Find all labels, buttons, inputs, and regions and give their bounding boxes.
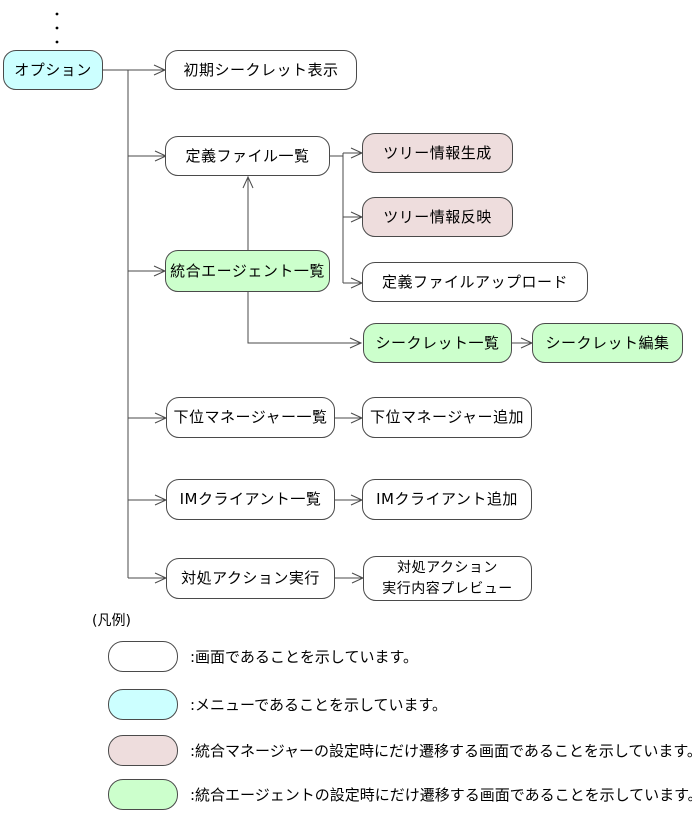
node-lower-manager-add: 下位マネージャー追加: [362, 397, 532, 438]
legend-row-menu: :メニューであることを示しています。: [108, 689, 447, 720]
node-initial-secret-display: 初期シークレット表示: [165, 50, 357, 90]
legend-swatch-menu: [108, 689, 178, 720]
node-secret-list: シークレット一覧: [363, 323, 512, 363]
legend-swatch-agent-only: [108, 779, 178, 810]
node-response-action-preview-line2: 実行内容プレビュー: [382, 580, 513, 597]
node-im-client-add: IMクライアント追加: [362, 479, 532, 520]
node-tree-info-apply-label: ツリー情報反映: [383, 207, 492, 226]
node-lower-manager-add-label: 下位マネージャー追加: [370, 408, 524, 426]
node-initial-secret-display-label: 初期シークレット表示: [183, 60, 339, 79]
node-response-action-preview: 対処アクション 実行内容プレビュー: [363, 556, 532, 601]
node-tree-info-apply: ツリー情報反映: [362, 197, 513, 237]
node-secret-edit-label: シークレット編集: [545, 333, 670, 352]
node-response-action-preview-line1: 対処アクション: [397, 560, 498, 577]
legend-label-menu: :メニューであることを示しています。: [190, 696, 448, 714]
node-integrated-agent-list: 統合エージェント一覧: [165, 250, 330, 292]
legend-title: (凡例): [92, 613, 131, 629]
node-im-client-list: IMクライアント一覧: [166, 479, 335, 520]
legend-label-screen: :画面であることを示しています。: [190, 648, 418, 666]
node-secret-edit: シークレット編集: [532, 323, 683, 363]
legend-row-manager-only: :統合マネージャーの設定時にだけ遷移する画面であることを示しています。: [108, 735, 692, 766]
legend-swatch-manager-only: [108, 735, 178, 766]
node-lower-manager-list: 下位マネージャー一覧: [166, 397, 335, 438]
node-im-client-list-label: IMクライアント一覧: [179, 490, 322, 508]
node-response-action-exec: 対処アクション実行: [166, 558, 335, 599]
legend-label-agent-only: :統合エージェントの設定時にだけ遷移する画面であることを示しています。: [190, 786, 692, 804]
node-im-client-add-label: IMクライアント追加: [376, 490, 518, 508]
legend-swatch-screen: [108, 641, 178, 672]
node-definition-file-list: 定義ファイル一覧: [165, 136, 330, 176]
continuation-dots: [55, 12, 59, 44]
legend-row-screen: :画面であることを示しています。: [108, 641, 418, 672]
node-definition-file-upload: 定義ファイルアップロード: [362, 262, 588, 302]
node-option-menu-label: オプション: [14, 60, 92, 79]
node-secret-list-label: シークレット一覧: [375, 333, 500, 352]
node-response-action-exec-label: 対処アクション実行: [181, 569, 320, 587]
node-definition-file-list-label: 定義ファイル一覧: [185, 146, 310, 165]
node-option-menu: オプション: [3, 50, 103, 90]
node-tree-info-generate-label: ツリー情報生成: [383, 143, 492, 162]
node-integrated-agent-list-label: 統合エージェント一覧: [170, 261, 325, 280]
node-lower-manager-list-label: 下位マネージャー一覧: [173, 408, 328, 426]
node-tree-info-generate: ツリー情報生成: [362, 133, 513, 173]
legend-row-agent-only: :統合エージェントの設定時にだけ遷移する画面であることを示しています。: [108, 779, 692, 810]
legend-label-manager-only: :統合マネージャーの設定時にだけ遷移する画面であることを示しています。: [190, 742, 692, 760]
node-definition-file-upload-label: 定義ファイルアップロード: [381, 272, 568, 291]
